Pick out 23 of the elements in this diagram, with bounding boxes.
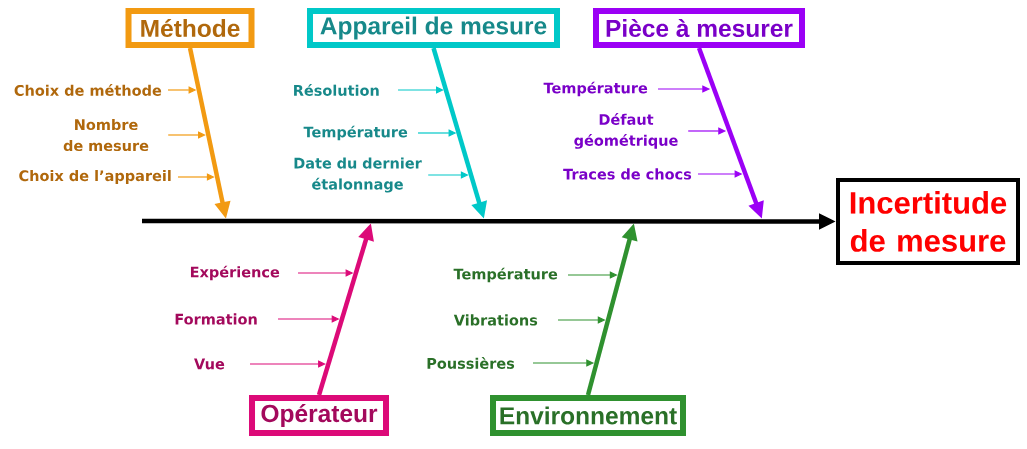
cause-label: Température	[303, 125, 408, 141]
cause-label: Date du dernier étalonnage	[294, 157, 422, 193]
category-box: Appareil de mesure	[307, 8, 560, 48]
category-box: Opérateur	[249, 395, 389, 436]
cause-label: Poussières	[427, 357, 515, 369]
cause-label: Traces de chocs	[563, 168, 692, 180]
cause-label: Choix de méthode	[14, 84, 162, 96]
cause-label: Température	[543, 81, 648, 97]
cause-label: Nombre de mesure	[63, 118, 149, 152]
cause-label: Expérience	[190, 265, 280, 281]
arrow	[167, 131, 206, 139]
cause-label: Température	[453, 267, 558, 283]
category-box: Pièce à mesurer	[593, 8, 805, 48]
cause-label: Vue	[194, 358, 225, 370]
effect-box: Incertitude de mesure	[836, 178, 1020, 265]
cause-label: Défaut géométrique	[574, 113, 678, 149]
cause-label: Résolution	[294, 84, 379, 96]
cause-label: Formation	[175, 313, 257, 325]
category-box: Environnement	[490, 395, 686, 436]
cause-label: Choix de l’appareil	[19, 169, 171, 184]
category-box: Méthode	[125, 8, 255, 48]
cause-label: Vibrations	[453, 314, 538, 326]
arrow	[397, 86, 444, 94]
